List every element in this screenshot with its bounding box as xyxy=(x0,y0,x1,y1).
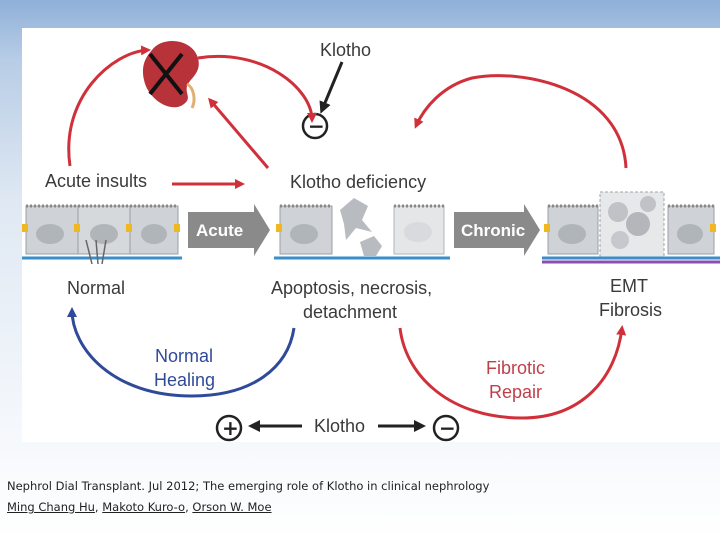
klotho-diagram: Klotho − Acute insults Klotho deficiency… xyxy=(22,40,720,442)
svg-text:Acute: Acute xyxy=(196,221,243,240)
top-klotho-label: Klotho xyxy=(320,40,371,60)
normal-cells-illustration xyxy=(22,204,182,265)
chronic-arrow-box: Chronic xyxy=(454,204,540,256)
fibrotic-cells-illustration xyxy=(542,191,720,264)
fibrotic-repair-line1: Fibrotic xyxy=(486,358,545,378)
normal-label: Normal xyxy=(67,278,125,298)
plus-circle-icon: + xyxy=(215,414,243,442)
authors-line: Ming Chang Hu, Makoto Kuro-o, Orson W. M… xyxy=(7,497,707,518)
kidney-icon xyxy=(142,40,199,109)
fibrotic-repair-line2: Repair xyxy=(489,382,542,402)
author-link-kuro-o[interactable]: Makoto Kuro-o xyxy=(102,500,186,514)
citation-line: Nephrol Dial Transplant. Jul 2012; The e… xyxy=(7,479,490,493)
author-link-hu[interactable]: Ming Chang Hu xyxy=(7,500,95,514)
svg-text:−: − xyxy=(439,416,456,440)
svg-text:+: + xyxy=(222,416,239,440)
red-arrow-deficiency-to-kidney xyxy=(208,97,270,169)
red-arc-left xyxy=(67,45,151,167)
injured-cells-illustration xyxy=(274,198,450,260)
apoptosis-label-line2: detachment xyxy=(303,302,397,322)
author-link-moe[interactable]: Orson W. Moe xyxy=(192,500,272,514)
klotho-deficiency-label: Klotho deficiency xyxy=(290,172,426,192)
apoptosis-label-line1: Apoptosis, necrosis, xyxy=(271,278,432,298)
diagram-panel: Klotho − Acute insults Klotho deficiency… xyxy=(22,28,720,442)
acute-insults-label: Acute insults xyxy=(45,171,147,191)
minus-circle-icon-top: − xyxy=(301,112,329,140)
fibrosis-label: Fibrosis xyxy=(599,300,662,320)
author-separator: , xyxy=(185,500,193,514)
blue-healing-arc xyxy=(67,307,296,398)
normal-healing-line1: Normal xyxy=(155,346,213,366)
red-fibrotic-arc xyxy=(398,325,627,420)
minus-circle-icon-bottom: − xyxy=(432,414,460,442)
normal-healing-line2: Healing xyxy=(154,370,215,390)
red-arc-right xyxy=(414,74,628,169)
emt-label: EMT xyxy=(610,276,648,296)
citation-caption: Nephrol Dial Transplant. Jul 2012; The e… xyxy=(7,476,707,518)
klotho-inhibit-arrow xyxy=(319,61,344,114)
svg-text:Chronic: Chronic xyxy=(461,221,525,240)
bottom-klotho-label: Klotho xyxy=(314,416,365,436)
author-separator: , xyxy=(94,500,103,514)
acute-arrow-box: Acute xyxy=(188,204,270,256)
red-arc-kidney-to-deficiency xyxy=(197,55,317,123)
